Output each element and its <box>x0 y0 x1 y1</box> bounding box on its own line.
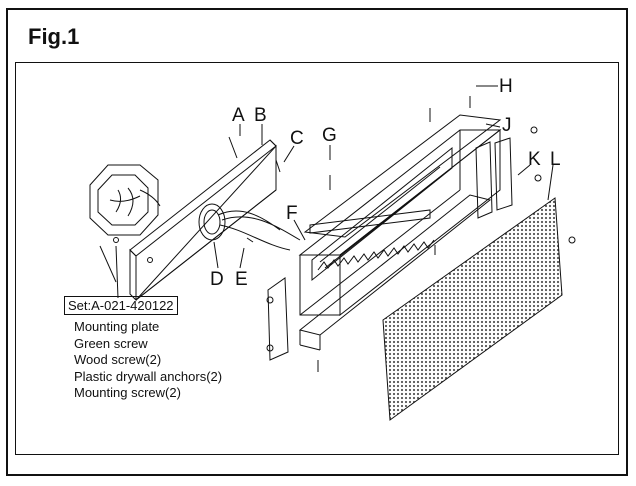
bottom-rail-graphic <box>298 194 492 351</box>
front-grille-graphic <box>382 197 563 421</box>
part-label-k: K <box>528 149 541 170</box>
set-item-drywall-anchors: Plastic drywall anchors(2) <box>74 368 223 384</box>
part-label-h: H <box>499 76 513 97</box>
part-label-l: L <box>550 149 561 170</box>
part-label-j: J <box>502 115 512 136</box>
part-label-d: D <box>210 269 224 290</box>
set-item-mounting-plate: Mounting plate <box>74 319 160 334</box>
set-code-box: Set:A-021-420122 <box>64 296 178 315</box>
set-contents-list: Mounting plate Green screw Wood screw(2)… <box>74 319 222 402</box>
right-side-panel-graphic <box>475 137 513 219</box>
mounting-plate-graphic <box>129 139 277 302</box>
wire-grommet-graphic <box>198 203 301 251</box>
part-label-g: G <box>322 125 337 146</box>
part-label-f: F <box>286 203 298 224</box>
junction-box-graphic <box>89 164 161 236</box>
diagram-panel <box>15 62 619 455</box>
set-item-mounting-screw: Mounting screw(2) <box>74 385 181 400</box>
leader-lines <box>99 85 554 299</box>
top-cover-graphic <box>303 114 502 238</box>
part-label-b: B <box>254 105 267 126</box>
figure-frame <box>6 8 628 476</box>
set-item-green-screw: Green screw <box>74 335 148 351</box>
part-label-a: A <box>232 105 245 126</box>
figure-title: Fig.1 <box>28 24 80 49</box>
left-side-panel-graphic <box>267 277 289 361</box>
part-label-e: E <box>235 269 248 290</box>
set-item-wood-screw: Wood screw(2) <box>74 352 162 367</box>
part-label-c: C <box>290 128 304 149</box>
display-housing-graphic <box>298 128 502 317</box>
